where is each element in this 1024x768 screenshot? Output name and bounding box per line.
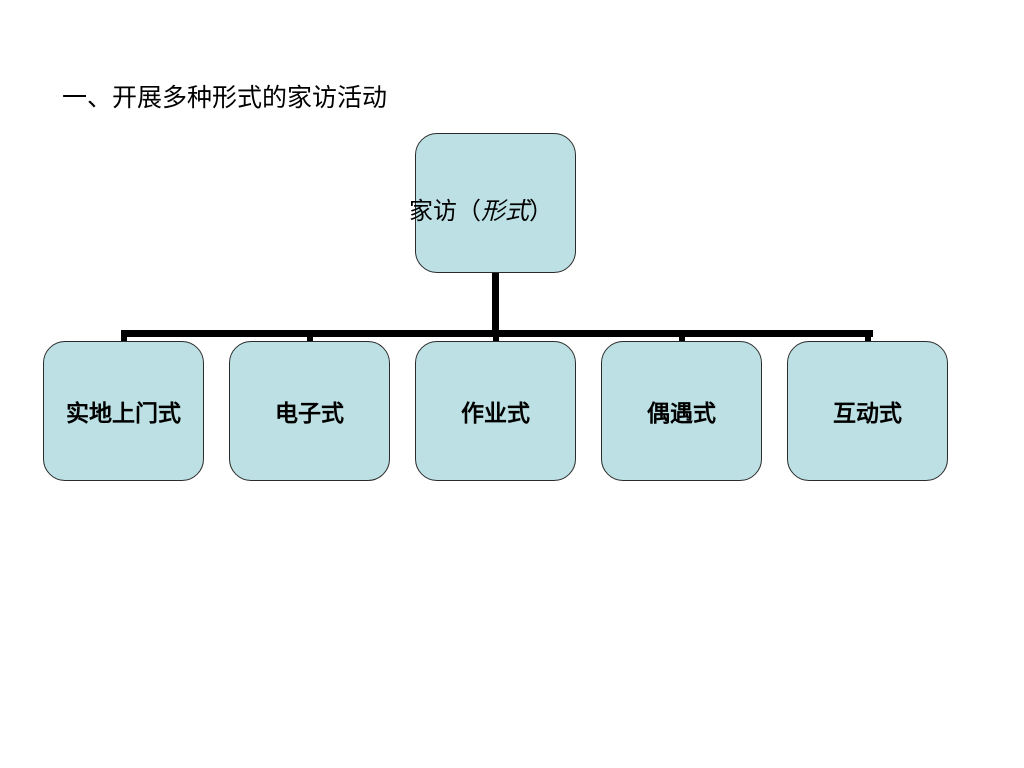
child-connector-3 [493, 330, 499, 342]
child-node-label: 电子式 [275, 401, 344, 427]
child-node-3: 作业式 [415, 341, 576, 481]
child-connector-4 [679, 330, 685, 342]
child-connector-1 [121, 330, 127, 342]
child-node-label: 互动式 [833, 401, 902, 427]
root-label-italic: 形式 [481, 197, 529, 225]
child-node-4: 偶遇式 [601, 341, 762, 481]
root-node: 家访（形式） [409, 133, 576, 273]
child-connector-5 [865, 330, 871, 342]
child-node-label: 偶遇式 [647, 401, 716, 427]
child-node-label: 作业式 [461, 401, 530, 427]
root-label-prefix: 家访（ [409, 197, 481, 225]
child-node-2: 电子式 [229, 341, 390, 481]
root-connector-vertical [492, 273, 499, 333]
child-node-label: 实地上门式 [66, 401, 181, 427]
root-label-suffix: ） [529, 197, 553, 225]
root-node-label: 家访（形式） [409, 191, 553, 226]
child-node-1: 实地上门式 [43, 341, 204, 481]
child-node-5: 互动式 [787, 341, 948, 481]
child-connector-2 [307, 330, 313, 342]
slide-title: 一、开展多种形式的家访活动 [62, 83, 388, 112]
